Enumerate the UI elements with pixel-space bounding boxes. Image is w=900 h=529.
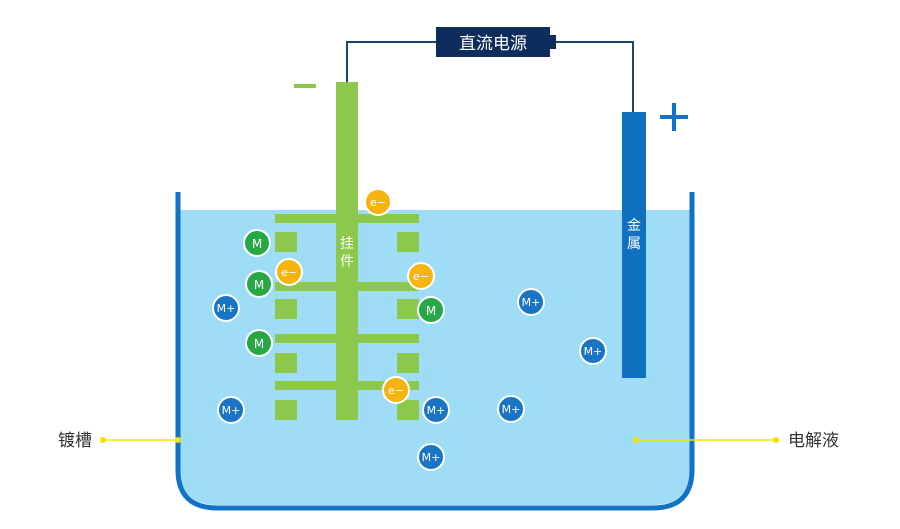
svg-text:e−: e−: [281, 266, 297, 279]
svg-text:M+: M+: [422, 451, 441, 464]
electrolyte-callout: 电解液: [633, 431, 839, 451]
svg-text:M+: M+: [502, 403, 521, 416]
electron: e−: [364, 188, 392, 216]
dc-power-source: 直流电源: [436, 27, 556, 57]
negative-sign: [294, 84, 316, 88]
cathode-rack: [275, 82, 419, 420]
electron: e−: [407, 262, 435, 290]
anode-label-char-1: 金: [627, 218, 641, 234]
svg-text:M: M: [426, 304, 436, 318]
electrolyte-label: 电解液: [788, 431, 839, 451]
cathode-label-char-1: 挂: [340, 236, 354, 252]
cathode-label-char-2: 件: [340, 254, 354, 270]
wire-positive: [555, 41, 634, 112]
electron: e−: [382, 376, 410, 404]
anode-label-char-2: 属: [627, 236, 641, 252]
svg-text:M+: M+: [222, 404, 241, 417]
svg-text:M: M: [252, 237, 262, 251]
metal-atom: M: [245, 270, 273, 298]
tank-callout: 镀槽: [58, 431, 181, 451]
svg-text:e−: e−: [388, 384, 404, 397]
svg-text:M+: M+: [584, 345, 603, 358]
metal-atom: M: [243, 229, 271, 257]
anode-metal: [622, 112, 646, 378]
metal-ion: M+: [497, 395, 525, 423]
metal-atom: M: [417, 296, 445, 324]
plating-tank: [175, 192, 695, 511]
svg-text:e−: e−: [413, 270, 429, 283]
metal-ion: M+: [212, 294, 240, 322]
metal-ion: M+: [417, 443, 445, 471]
electron: e−: [275, 258, 303, 286]
svg-text:M: M: [254, 337, 264, 351]
positive-sign: [660, 103, 688, 131]
svg-text:e−: e−: [370, 196, 386, 209]
metal-ion: M+: [579, 337, 607, 365]
wire-negative: [346, 41, 436, 82]
tank-label: 镀槽: [58, 431, 92, 451]
metal-atom: M: [245, 329, 273, 357]
metal-ion: M+: [422, 396, 450, 424]
svg-text:M+: M+: [217, 302, 236, 315]
power-source-label: 直流电源: [459, 34, 527, 54]
svg-text:M+: M+: [427, 404, 446, 417]
metal-ion: M+: [517, 288, 545, 316]
svg-text:M: M: [254, 278, 264, 292]
svg-text:M+: M+: [522, 296, 541, 309]
metal-ion: M+: [217, 396, 245, 424]
